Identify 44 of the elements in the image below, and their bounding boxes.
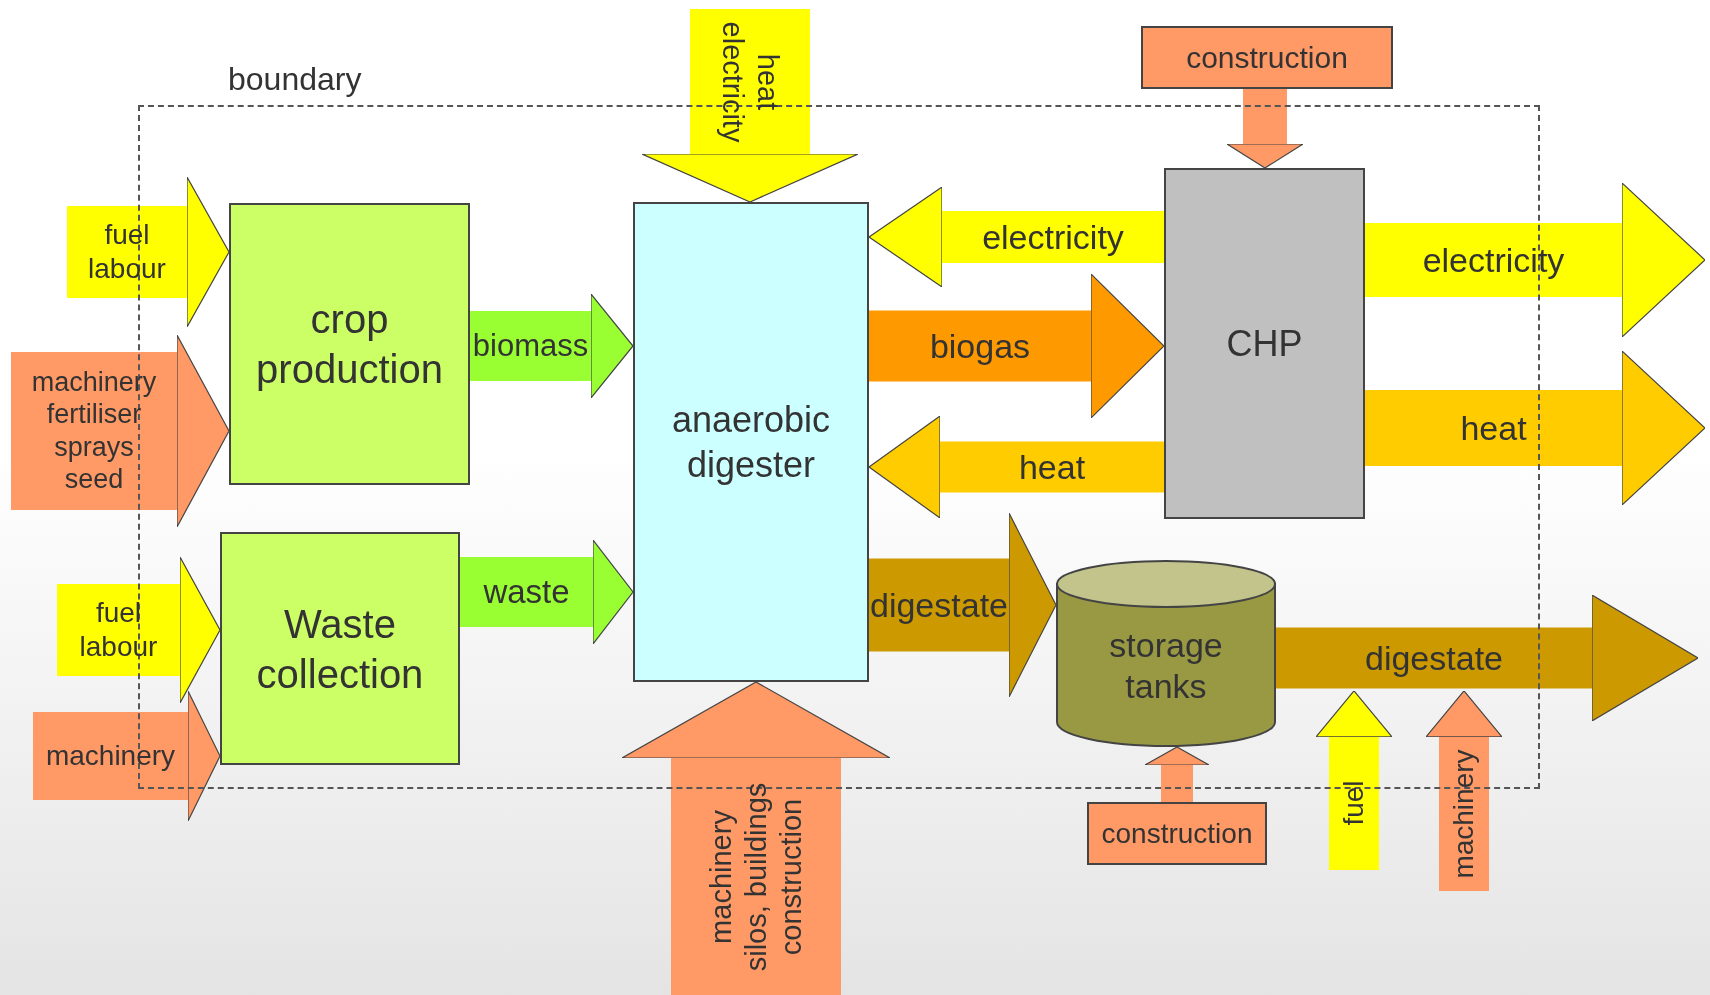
block-arrow: [1144, 746, 1210, 802]
block-arrow: [1276, 594, 1699, 722]
block-arrow: [621, 681, 891, 995]
block-arrow: [11, 334, 230, 528]
block-arrow: [57, 556, 221, 704]
edge-label: heat: [1017, 446, 1087, 488]
edge-label: fuel: [1337, 779, 1371, 828]
edge-label: fuel labour: [87, 218, 167, 286]
edge-label: biogas: [928, 325, 1032, 367]
process-box: crop production: [229, 203, 470, 485]
storage-tank: [1056, 560, 1276, 747]
block-arrow: [33, 690, 221, 822]
input-box: construction: [1141, 26, 1393, 89]
block-arrow: [460, 539, 634, 645]
block-arrow: [869, 273, 1165, 419]
block-arrow: [868, 186, 1164, 288]
edge-label: machinery: [44, 739, 177, 773]
edge-label: electricity: [981, 216, 1125, 258]
edge-label: digestate: [1364, 637, 1504, 679]
input-box: construction: [1087, 802, 1267, 865]
block-arrow: [1365, 350, 1706, 506]
chp-box: CHP: [1164, 168, 1365, 519]
digester-box: anaerobic digester: [633, 202, 869, 682]
tank-label: storage tanks: [1108, 624, 1224, 707]
edge-label: machinery fertiliser sprays seed: [30, 366, 158, 496]
edge-label: waste: [482, 572, 571, 612]
edge-label: heat: [1459, 407, 1528, 449]
block-arrow: [470, 293, 634, 399]
edge-label: heat electricity: [716, 20, 785, 145]
block-arrow: [641, 9, 859, 203]
block-arrow: [1315, 690, 1393, 870]
edge-label: digestate: [869, 584, 1009, 626]
edge-label: fuel labour: [78, 596, 159, 664]
boundary-label: boundary: [228, 61, 362, 98]
edge-label: machinery silos, buildings construction: [703, 781, 808, 973]
block-arrow: [1365, 182, 1706, 338]
process-box: Waste collection: [220, 532, 460, 765]
block-arrow: [1226, 89, 1304, 169]
block-arrow: [868, 415, 1164, 519]
edge-label: electricity: [1421, 239, 1566, 281]
edge-label: machinery: [1447, 748, 1481, 881]
block-arrow: [67, 176, 230, 328]
block-arrow: [1425, 690, 1503, 891]
edge-label: biomass: [471, 327, 590, 365]
